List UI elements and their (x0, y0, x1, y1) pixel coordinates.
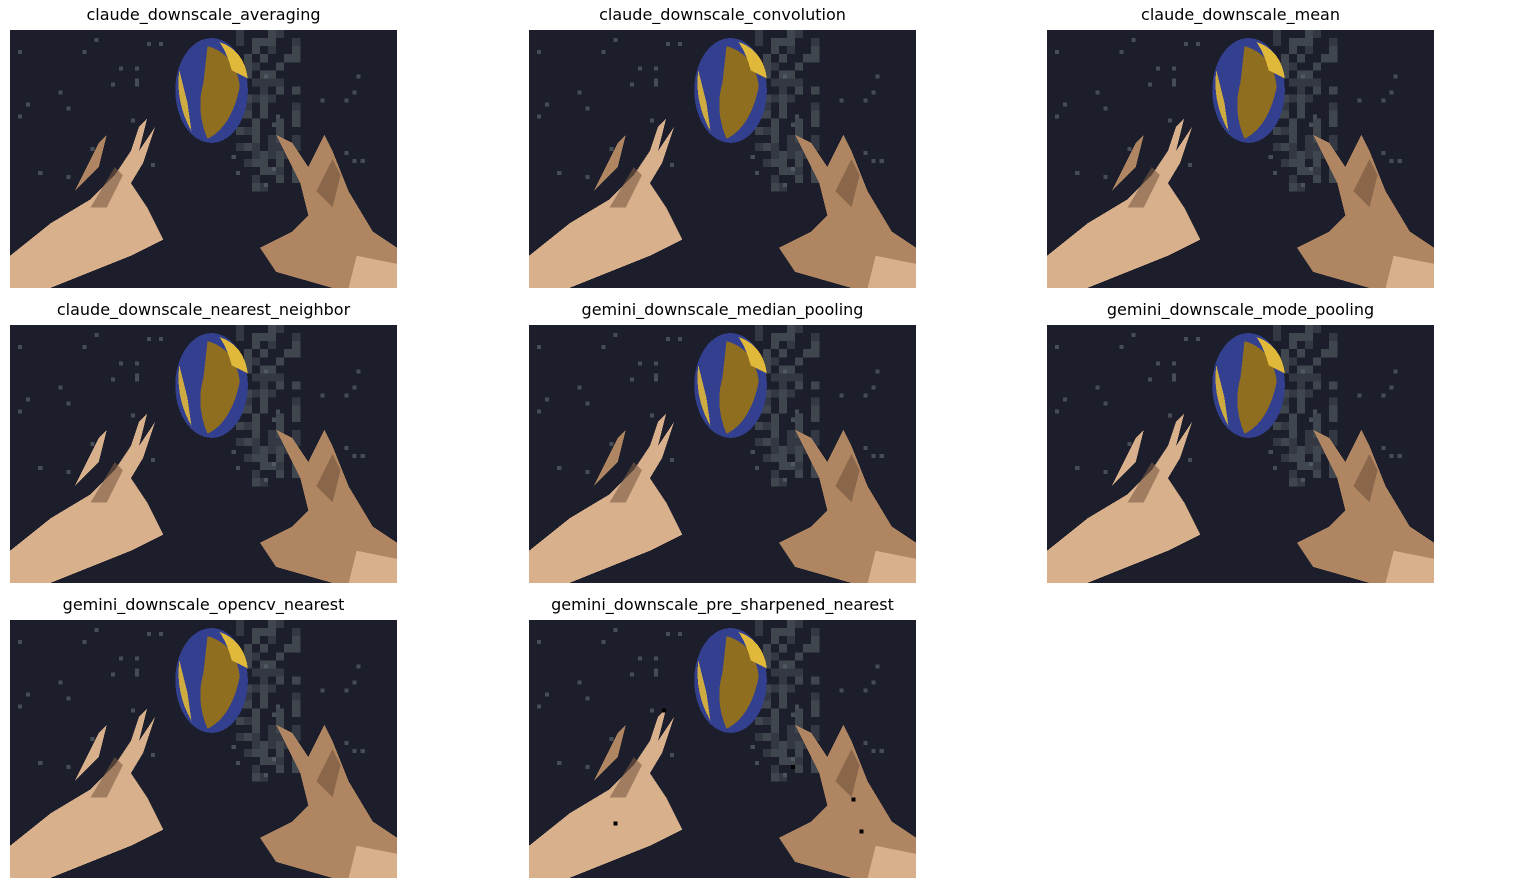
building-facade (1055, 30, 1402, 192)
left-hand (529, 118, 683, 288)
left-hand (1047, 118, 1201, 288)
left-hand (1047, 413, 1201, 583)
left-hand (529, 708, 683, 878)
right-hand (778, 429, 916, 583)
downscaled-photo (1047, 30, 1434, 288)
panel-title: claude_downscale_averaging (86, 5, 321, 24)
right-hand (1296, 429, 1434, 583)
volleyball (1212, 38, 1285, 143)
right-hand (259, 134, 397, 288)
panel-title: gemini_downscale_mode_pooling (1106, 300, 1375, 319)
volleyball (694, 333, 767, 438)
downscaled-photo (10, 30, 397, 288)
panel-title: gemini_downscale_median_pooling (581, 300, 864, 319)
panel-title: claude_downscale_nearest_neighbor (56, 300, 351, 319)
downscaled-photo (10, 325, 397, 583)
sharpening-artifacts (613, 708, 864, 834)
volleyball (175, 38, 248, 143)
volleyball (175, 628, 248, 733)
downscaled-photo (529, 30, 916, 288)
downscaled-photo (1047, 325, 1434, 583)
building-facade (1055, 325, 1402, 487)
volleyball (694, 38, 767, 143)
volleyball (694, 628, 767, 733)
building-facade (537, 30, 884, 192)
right-hand (778, 724, 916, 878)
volleyball (175, 333, 248, 438)
right-hand (1296, 134, 1434, 288)
panel-title: gemini_downscale_pre_sharpened_nearest (551, 595, 894, 614)
right-hand (259, 429, 397, 583)
downscaled-photo (529, 325, 916, 583)
panel-title: gemini_downscale_opencv_nearest (62, 595, 345, 614)
left-hand (10, 708, 164, 878)
left-hand (10, 118, 164, 288)
right-hand (778, 134, 916, 288)
panel-title: claude_downscale_mean (1141, 5, 1340, 24)
panel-title: claude_downscale_convolution (599, 5, 846, 24)
volleyball (1212, 333, 1285, 438)
downscaled-photo (10, 620, 397, 878)
left-hand (529, 413, 683, 583)
building-facade (18, 620, 365, 782)
right-hand (259, 724, 397, 878)
downscaled-photo (529, 620, 916, 878)
left-hand (10, 413, 164, 583)
